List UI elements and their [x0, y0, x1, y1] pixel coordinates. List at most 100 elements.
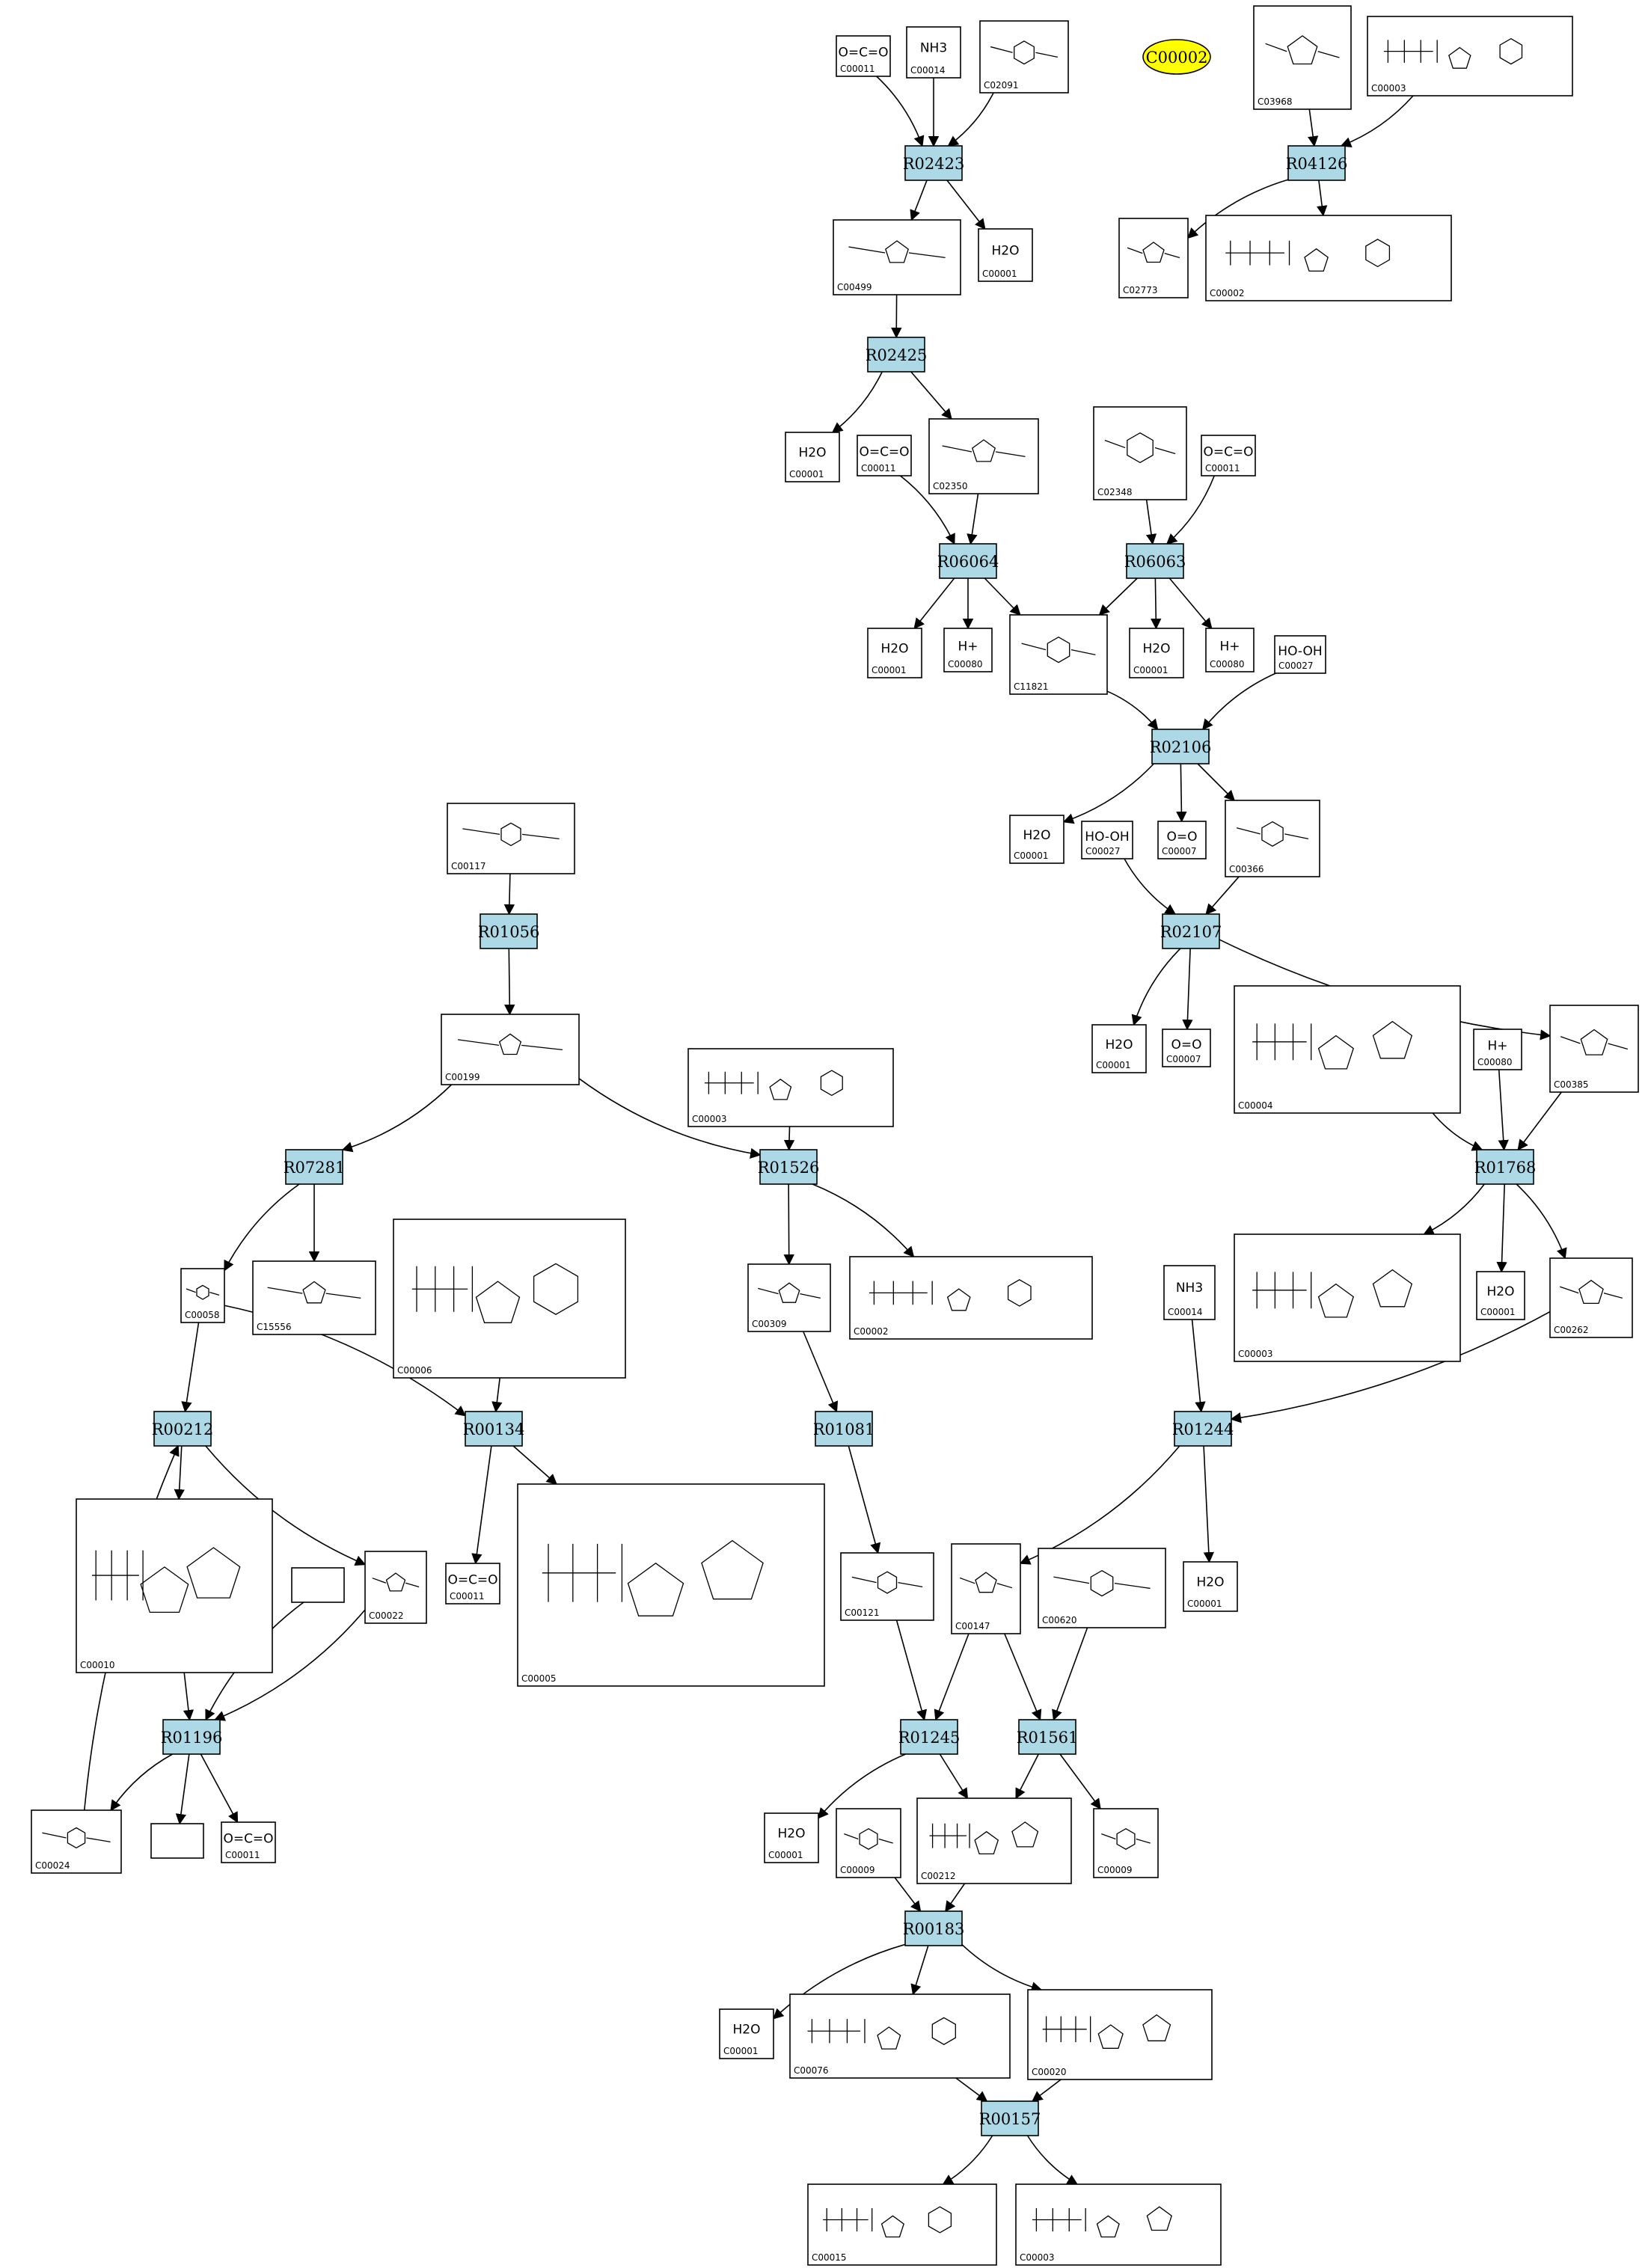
compound-node[interactable]: C00620: [1038, 1548, 1166, 1628]
reaction-node[interactable]: R00183: [903, 1910, 965, 1946]
compound-node[interactable]: C00006: [393, 1219, 626, 1379]
compound-node[interactable]: C00385: [1549, 1005, 1639, 1093]
reaction-edge: [1059, 1753, 1101, 1810]
compound-id: C00027: [1278, 661, 1314, 671]
reaction-node[interactable]: R00157: [979, 2100, 1041, 2136]
molecule-structure: [1383, 37, 1523, 69]
molecule-structure: [942, 439, 1026, 462]
compound-node[interactable]: C00009: [836, 1808, 901, 1878]
reaction-node[interactable]: R01561: [1017, 1719, 1079, 1755]
compound-node[interactable]: C02350: [928, 418, 1039, 494]
compound-node[interactable]: C00015: [807, 2183, 997, 2266]
compound-node[interactable]: C00499: [833, 219, 961, 295]
reaction-node[interactable]: R01196: [161, 1719, 223, 1755]
reaction-node[interactable]: R02425: [866, 337, 928, 373]
compound-node[interactable]: H+C00080: [943, 628, 993, 672]
reaction-node[interactable]: R02423: [903, 145, 965, 181]
compound-node[interactable]: C00366: [1225, 800, 1320, 877]
compound-node[interactable]: C11821: [1009, 614, 1108, 695]
compound-node[interactable]: C00024: [31, 1809, 122, 1874]
reaction-box: [981, 2100, 1039, 2136]
compound-node[interactable]: C00262: [1549, 1257, 1633, 1338]
compound-node[interactable]: C00003: [1234, 1233, 1461, 1362]
compound-node[interactable]: H+C00080: [1473, 1029, 1522, 1070]
molecule-structure: [1032, 2206, 1172, 2238]
compound-node[interactable]: C00003: [687, 1048, 894, 1127]
compound-node[interactable]: C00199: [441, 1014, 580, 1085]
reaction-node[interactable]: R02107: [1160, 913, 1222, 949]
compound-node[interactable]: C00005: [517, 1483, 825, 1687]
compound-node[interactable]: C15556: [252, 1260, 376, 1335]
reaction-node[interactable]: R01056: [478, 913, 540, 949]
compound-node[interactable]: C00022: [364, 1551, 427, 1624]
reaction-node[interactable]: R06064: [937, 543, 999, 579]
compound-node[interactable]: C02773: [1118, 218, 1189, 298]
compound-node[interactable]: C00020: [1027, 1989, 1213, 2080]
reaction-node[interactable]: R04126: [1286, 145, 1348, 181]
highlight-compound-node[interactable]: C00002: [1142, 39, 1211, 75]
compound-node[interactable]: C00009: [1093, 1808, 1159, 1878]
compound-node[interactable]: C00003: [1015, 2183, 1222, 2266]
reaction-node[interactable]: R01526: [758, 1149, 820, 1185]
reaction-node[interactable]: R00212: [152, 1411, 214, 1447]
reaction-edge: [955, 2077, 988, 2102]
reaction-edge: [961, 1944, 1043, 1993]
compound-id: C00121: [845, 1607, 880, 1618]
compound-node[interactable]: C00003: [1367, 16, 1573, 96]
reaction-node[interactable]: R07281: [284, 1149, 346, 1185]
reaction-node[interactable]: R01245: [898, 1719, 961, 1755]
compound-node[interactable]: [150, 1823, 204, 1859]
compound-node[interactable]: C00117: [447, 803, 575, 874]
compound-node[interactable]: C00004: [1234, 985, 1461, 1114]
reaction-node[interactable]: R01244: [1172, 1411, 1234, 1447]
reaction-node[interactable]: R01081: [813, 1411, 875, 1447]
compound-node[interactable]: C00010: [76, 1498, 273, 1673]
compound-node[interactable]: C00002: [849, 1256, 1093, 1340]
reaction-node[interactable]: R00134: [463, 1411, 525, 1447]
reaction-edge: [1165, 475, 1215, 545]
compound-id: C00620: [1042, 1615, 1077, 1625]
compound-node[interactable]: C00058: [180, 1268, 225, 1323]
compound-node[interactable]: C03968: [1253, 5, 1352, 110]
reaction-node[interactable]: R06063: [1124, 543, 1186, 579]
reaction-edge: [848, 1445, 881, 1554]
reaction-node[interactable]: R02106: [1150, 729, 1212, 764]
reaction-edge: [1317, 180, 1328, 217]
compound-node[interactable]: C00121: [840, 1552, 934, 1621]
compound-box: [1027, 1989, 1213, 2080]
compound-node[interactable]: C00147: [951, 1543, 1021, 1634]
compound-node[interactable]: [291, 1567, 345, 1603]
compound-id: C00001: [789, 469, 824, 479]
compound-node[interactable]: C00002: [1205, 215, 1452, 301]
compound-node[interactable]: C00212: [916, 1797, 1072, 1884]
reaction-label: R01081: [813, 1420, 875, 1438]
compound-node[interactable]: H+C00080: [1205, 628, 1255, 672]
compound-node[interactable]: C00309: [747, 1263, 831, 1332]
compound-node[interactable]: C00076: [789, 1993, 1011, 2079]
compound-node[interactable]: C02091: [979, 20, 1069, 94]
compound-node[interactable]: C02348: [1093, 406, 1187, 500]
reaction-node[interactable]: R01768: [1474, 1149, 1537, 1185]
compound-formula: O=O: [1171, 1038, 1201, 1052]
